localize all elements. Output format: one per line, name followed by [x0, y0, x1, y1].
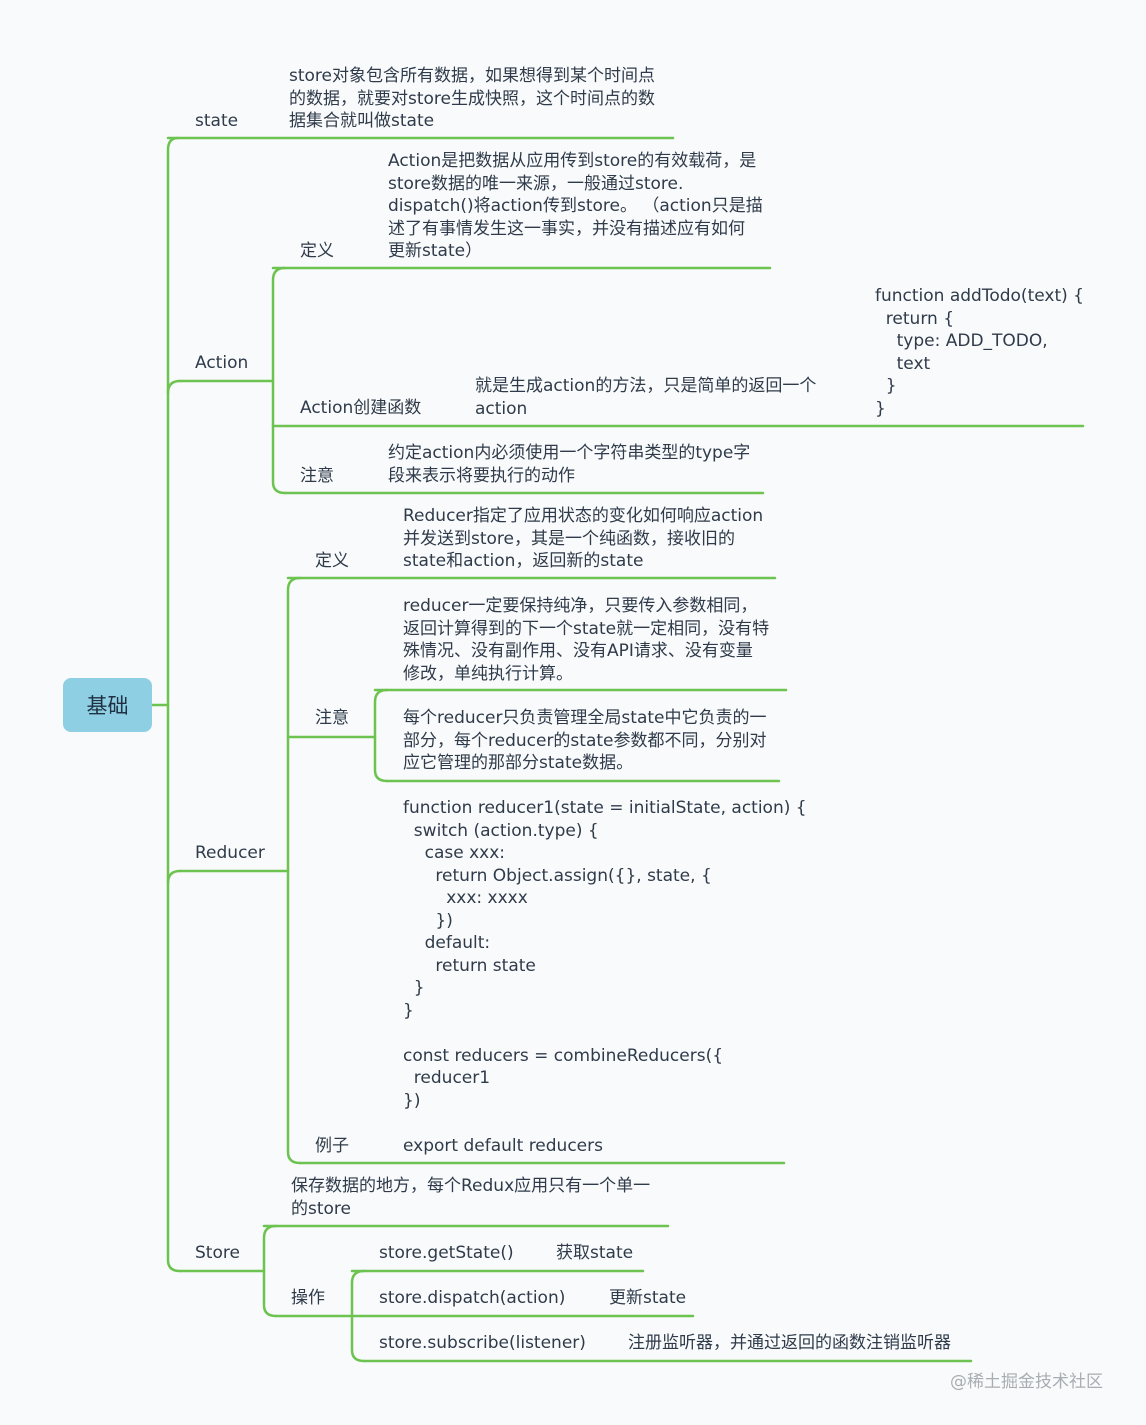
reducer-notice-label[interactable]: 注意: [315, 708, 349, 728]
reducer-example-code: function reducer1(state = initialState, …: [403, 798, 807, 1156]
store-op-desc: 更新state: [609, 1288, 687, 1308]
store-trunk: [262, 1224, 278, 1318]
reducer-underline: [166, 869, 182, 885]
root-node[interactable]: 基础: [63, 678, 152, 732]
store-op-method[interactable]: store.dispatch(action): [379, 1288, 566, 1308]
state-note: store对象包含所有数据，如果想得到某个时间点 的数据，就要对store生成快…: [289, 66, 655, 131]
reducer-notice-item: reducer一定要保持纯净，只要传入参数相同， 返回计算得到的下一个state…: [403, 596, 770, 684]
reducer-notice-trunk: [373, 688, 389, 783]
action-trunk: [271, 266, 287, 495]
store-note: 保存数据的地方，每个Redux应用只有一个单一 的store: [291, 1176, 651, 1219]
store-op-desc: 获取state: [556, 1243, 634, 1263]
reducer-notice-item: 每个reducer只负责管理全局state中它负责的一 部分，每个reducer…: [403, 708, 767, 773]
action-notice-label[interactable]: 注意: [300, 466, 334, 486]
action-underline: [166, 379, 182, 395]
store-op-method[interactable]: store.getState(): [379, 1243, 514, 1263]
action-def-label[interactable]: 定义: [300, 241, 334, 261]
reducer-trunk: [286, 576, 302, 1165]
action-creator-label[interactable]: Action创建函数: [300, 398, 422, 418]
reducer-node-label[interactable]: Reducer: [195, 843, 265, 863]
watermark: @稀土掘金技术社区: [950, 1372, 1103, 1392]
action-node-label[interactable]: Action: [195, 353, 249, 373]
level1-trunk: [166, 136, 182, 1273]
store-node-label[interactable]: Store: [195, 1243, 240, 1263]
reducer-def-text: Reducer指定了应用状态的变化如何响应action 并发送到store，其是…: [403, 506, 764, 571]
action-creator-text: 就是生成action的方法，只是简单的返回一个 action: [475, 376, 817, 419]
reducer-example-label[interactable]: 例子: [315, 1136, 349, 1156]
store-op-method[interactable]: store.subscribe(listener): [379, 1333, 586, 1353]
action-def-text: Action是把数据从应用传到store的有效载荷，是 store数据的唯一来源…: [388, 151, 763, 261]
store-op-desc: 注册监听器，并通过返回的函数注销监听器: [628, 1333, 951, 1353]
store-ops-label[interactable]: 操作: [291, 1288, 325, 1308]
action-notice-text: 约定action内必须使用一个字符串类型的type字 段来表示将要执行的动作: [388, 443, 751, 486]
reducer-def-label[interactable]: 定义: [315, 551, 349, 571]
state-node-label[interactable]: state: [195, 111, 239, 131]
action-creator-code: function addTodo(text) { return { type: …: [875, 286, 1084, 419]
